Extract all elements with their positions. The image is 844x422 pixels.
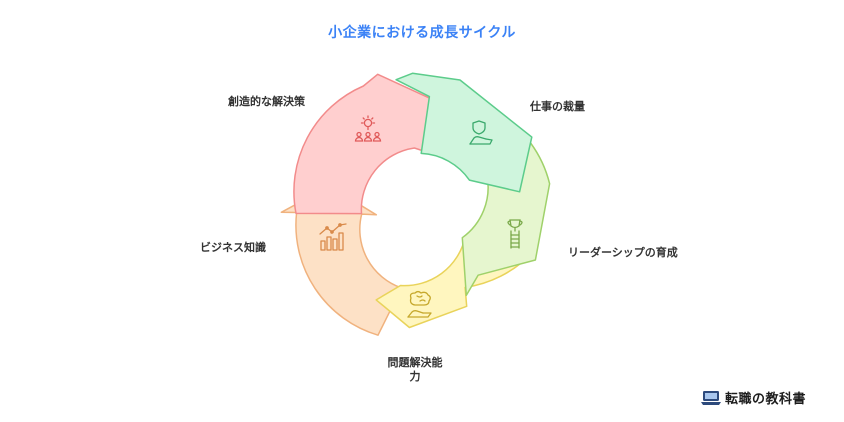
brain-hand-icon bbox=[407, 290, 432, 318]
brand-text: 転職の教科書 bbox=[725, 392, 807, 407]
brand-logo: 転職の教科書 bbox=[700, 388, 806, 407]
cycle-segment-leadership bbox=[461, 142, 551, 297]
cycle-segment-work-discretion bbox=[395, 72, 533, 193]
laptop-icon bbox=[701, 390, 721, 405]
hand-shield-icon bbox=[469, 120, 493, 145]
step-label-problem-solving: 問題解決能力 bbox=[387, 356, 443, 383]
growth-chart-icon bbox=[319, 223, 347, 251]
step-label-work-discretion: 仕事の裁量 bbox=[530, 100, 585, 113]
step-label-creative-solutions: 創造的な解決策 bbox=[228, 95, 305, 108]
lightbulb-team-icon bbox=[354, 115, 382, 142]
cycle-segment-creative-solutions bbox=[293, 73, 436, 215]
trophy-ladder-icon bbox=[507, 219, 523, 249]
step-label-leadership: リーダーシップの育成 bbox=[568, 246, 678, 259]
step-label-business-knowledge: ビジネス知識 bbox=[200, 241, 266, 254]
diagram-title: 小企業における成長サイクル bbox=[328, 25, 516, 41]
